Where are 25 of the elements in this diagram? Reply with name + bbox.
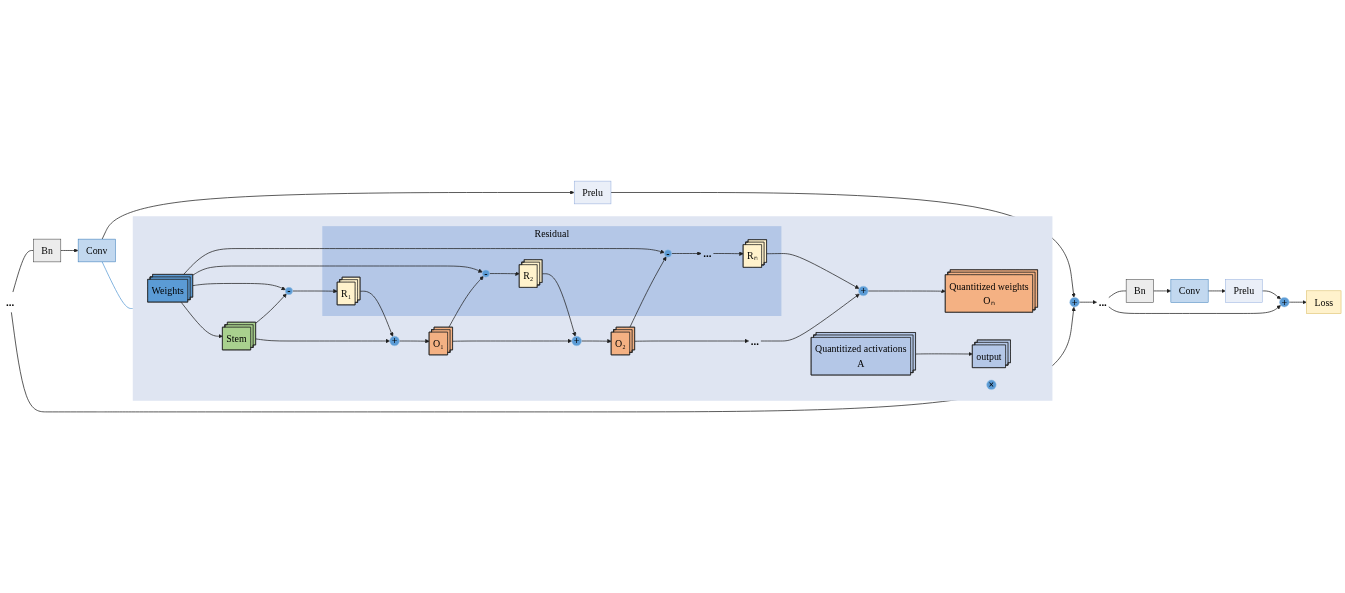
connector <box>1108 290 1127 298</box>
node-box <box>77 238 116 263</box>
node-box <box>1225 279 1263 303</box>
node-box <box>574 180 612 205</box>
node-text: ... <box>750 334 759 348</box>
node-circle <box>1279 297 1290 308</box>
node-circle <box>285 287 293 295</box>
node-box <box>1306 290 1342 314</box>
node-circle <box>1069 297 1080 308</box>
connector <box>12 250 34 293</box>
node-circle <box>482 269 490 278</box>
node-text: ... <box>5 296 15 309</box>
connector <box>101 261 134 309</box>
node-circle <box>389 335 400 347</box>
node-circle <box>571 335 582 347</box>
node-box <box>33 238 62 263</box>
node-circle <box>986 379 997 390</box>
node-text: ... <box>1098 296 1107 309</box>
node-circle <box>858 285 869 297</box>
cluster <box>132 216 1053 401</box>
node-box <box>1125 279 1154 303</box>
cluster <box>322 226 782 316</box>
node-box <box>1170 279 1209 303</box>
node-text: ... <box>703 247 712 260</box>
node-circle <box>664 249 672 258</box>
